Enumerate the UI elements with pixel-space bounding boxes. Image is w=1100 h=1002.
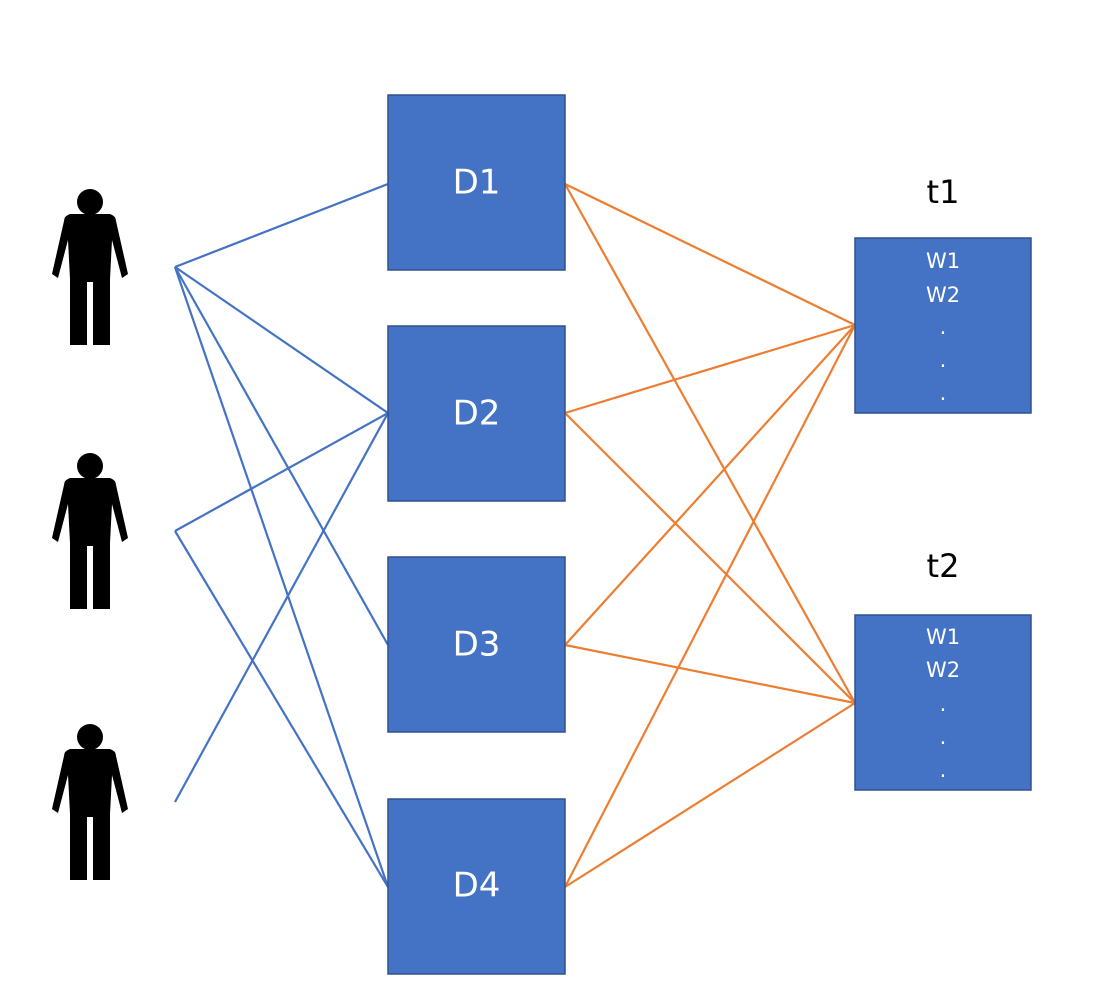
topic-title-t2: t2 — [927, 547, 960, 585]
document-topic-edge — [564, 412, 856, 704]
user-document-edge — [174, 266, 389, 414]
user-document-edge — [174, 412, 389, 532]
document-topic-edge — [564, 702, 856, 888]
document-label: D1 — [453, 163, 501, 203]
person-icon — [52, 189, 128, 345]
topic-word: W2 — [926, 283, 960, 307]
topic-word: W1 — [926, 249, 960, 273]
document-label: D4 — [453, 866, 501, 906]
topic-word: . — [940, 348, 947, 372]
document-topic-edge — [564, 324, 856, 888]
topic-word: . — [940, 758, 947, 782]
document-topic-edge — [564, 324, 856, 646]
document-topic-edges — [564, 183, 856, 888]
topic-box-t2: W1 W2 . . . — [854, 614, 1032, 791]
topic-word: W1 — [926, 625, 960, 649]
user-document-edge — [174, 266, 389, 646]
user-document-edge — [174, 530, 389, 888]
document-box-d3: D3 — [387, 556, 566, 733]
person-icon — [52, 724, 128, 880]
topic-word: . — [940, 381, 947, 405]
topic-word: . — [940, 725, 947, 749]
user-document-edge — [173, 266, 390, 888]
topic-word: . — [940, 692, 947, 716]
document-box-d4: D4 — [387, 798, 566, 975]
person-icon — [52, 453, 128, 609]
topic-word: . — [940, 315, 947, 339]
document-label: D3 — [453, 625, 501, 665]
document-topic-edge — [564, 323, 856, 415]
topic-box-t1: W1 W2 . . . — [854, 237, 1032, 414]
users-group — [52, 189, 128, 880]
document-topic-edge — [564, 643, 856, 705]
document-label: D2 — [453, 394, 501, 434]
topic-word: W2 — [926, 658, 960, 682]
document-topic-edge — [564, 183, 856, 326]
document-box-d2: D2 — [387, 325, 566, 502]
topic-title-t1: t1 — [927, 173, 960, 211]
user-document-edges — [173, 182, 390, 888]
user-document-edge — [174, 182, 389, 269]
user-document-edge — [174, 412, 389, 803]
document-topic-edge — [564, 183, 856, 704]
document-box-d1: D1 — [387, 94, 566, 271]
